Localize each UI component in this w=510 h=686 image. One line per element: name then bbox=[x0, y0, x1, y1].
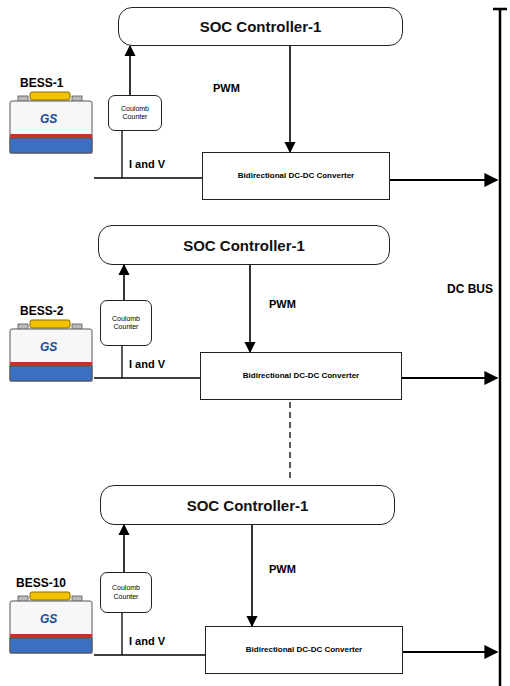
signal-name: I and V bbox=[128, 158, 166, 170]
node-text: Coulomb Counter bbox=[103, 315, 149, 331]
signal-arrow bbox=[123, 265, 125, 300]
node-text: SOC Controller-1 bbox=[183, 237, 305, 254]
converter-box: Bidirectional DC-DC Converter bbox=[200, 352, 402, 400]
signal-arrow bbox=[129, 46, 131, 95]
node-text: SOC Controller-1 bbox=[187, 497, 309, 514]
battery-name: BESS-1 bbox=[20, 76, 63, 90]
edge-label: PWM bbox=[268, 298, 297, 310]
controller-box: SOC Controller-1 bbox=[118, 7, 403, 46]
counter-box: Coulomb Counter bbox=[100, 300, 152, 346]
node-text: Coulomb Counter bbox=[111, 105, 159, 121]
edge-label: PWM bbox=[212, 82, 241, 94]
battery-name: BESS-10 bbox=[16, 576, 66, 590]
controller-box: SOC Controller-1 bbox=[98, 225, 390, 265]
counter-box: Coulomb Counter bbox=[100, 572, 152, 613]
converter-box: Bidirectional DC-DC Converter bbox=[205, 626, 403, 674]
node-text: Bidirectional DC-DC Converter bbox=[246, 645, 362, 655]
battery-brand: GS bbox=[40, 112, 57, 126]
node-text: SOC Controller-1 bbox=[200, 18, 322, 35]
node-text: Bidirectional DC-DC Converter bbox=[238, 171, 354, 181]
signal-arrow bbox=[289, 46, 291, 152]
battery-name: BESS-2 bbox=[20, 304, 63, 318]
signal-arrow bbox=[251, 525, 253, 626]
node-text: Bidirectional DC-DC Converter bbox=[243, 371, 359, 381]
bus-name: DC BUS bbox=[447, 282, 493, 296]
node-text: Coulomb Counter bbox=[103, 584, 149, 600]
battery-brand: GS bbox=[40, 612, 57, 626]
edge-label: PWM bbox=[268, 563, 297, 575]
signal-name: I and V bbox=[128, 635, 166, 647]
counter-box: Coulomb Counter bbox=[108, 95, 162, 131]
signal-arrow bbox=[123, 525, 125, 572]
signal-name: I and V bbox=[128, 358, 166, 370]
battery-brand: GS bbox=[40, 340, 57, 354]
signal-arrow bbox=[249, 265, 251, 352]
converter-box: Bidirectional DC-DC Converter bbox=[202, 152, 390, 200]
controller-box: SOC Controller-1 bbox=[100, 485, 395, 525]
